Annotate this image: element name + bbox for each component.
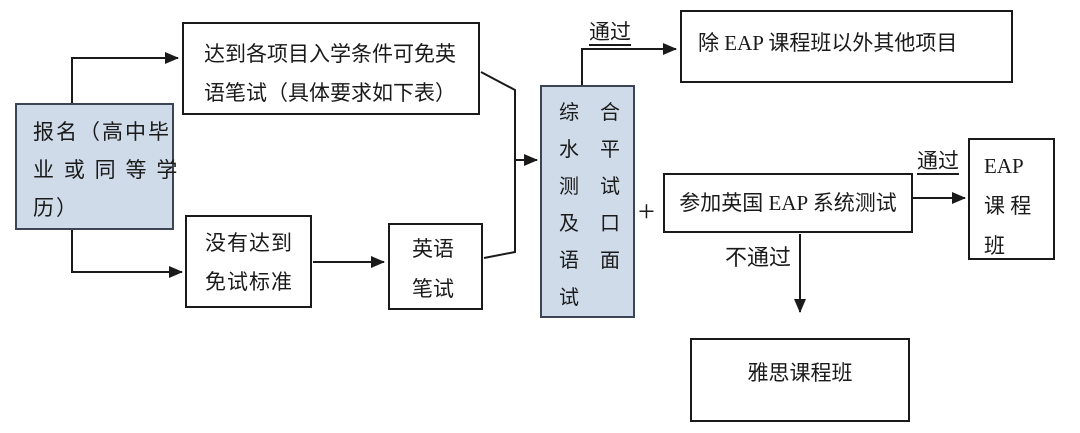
edge-label-pass-top: 通过 [589,21,631,44]
node-comp-row1: 综合 [559,102,641,124]
node-comp-row3: 测试 [559,176,641,198]
node-written-line1: 英语 [412,238,454,261]
node-english-written-test: 英语 笔试 [388,223,483,310]
node-other-programs: 除 EAP 课程班以外其他项目 [680,10,1013,83]
node-eap-class-line1: EAP [984,154,1024,178]
node-enroll-line1: 报名（高中毕 [33,121,171,144]
node-enroll-line3: 历） [33,197,79,220]
node-exempt-written-test: 达到各项目入学条件可免英 语笔试（具体要求如下表） [182,22,480,115]
node-not-met-standard: 没有达到 免试标准 [185,215,312,308]
node-enroll-line2: 业 或 同 等 学 [33,159,180,182]
node-not-met-line1: 没有达到 [205,232,293,255]
node-comp-row4: 及口 [559,213,641,235]
node-ielts-class-label: 雅思课程班 [747,362,853,385]
node-comp-row5: 语面 [559,250,641,272]
node-eap-test-label: 参加英国 EAP 系统测试 [679,191,897,215]
node-eap-system-test: 参加英国 EAP 系统测试 [663,173,913,233]
node-ielts-class: 雅思课程班 [690,338,910,422]
edge-label-pass-right: 通过 [917,150,959,173]
node-comp-row6: 试 [559,287,600,309]
node-enroll: 报名（高中毕 业 或 同 等 学 历） [15,103,180,230]
node-eap-class-line3: 班 [984,234,1005,258]
node-written-line2: 笔试 [412,278,454,301]
node-not-met-line2: 免试标准 [205,271,293,294]
node-comp-row2: 水平 [559,139,641,161]
node-eap-class: EAP 课 程 班 [968,138,1055,260]
plus-sign: + [638,195,655,228]
node-comprehensive-test: 综合 水平 测试 及口 语面 试 [540,85,635,318]
node-other-programs-label: 除 EAP 课程班以外其他项目 [698,30,958,55]
node-exempt-line1: 达到各项目入学条件可免英 [204,43,456,66]
node-exempt-line2: 语笔试（具体要求如下表） [204,82,456,105]
node-eap-class-line2: 课 程 [984,194,1032,218]
edge-label-fail: 不通过 [725,245,792,270]
